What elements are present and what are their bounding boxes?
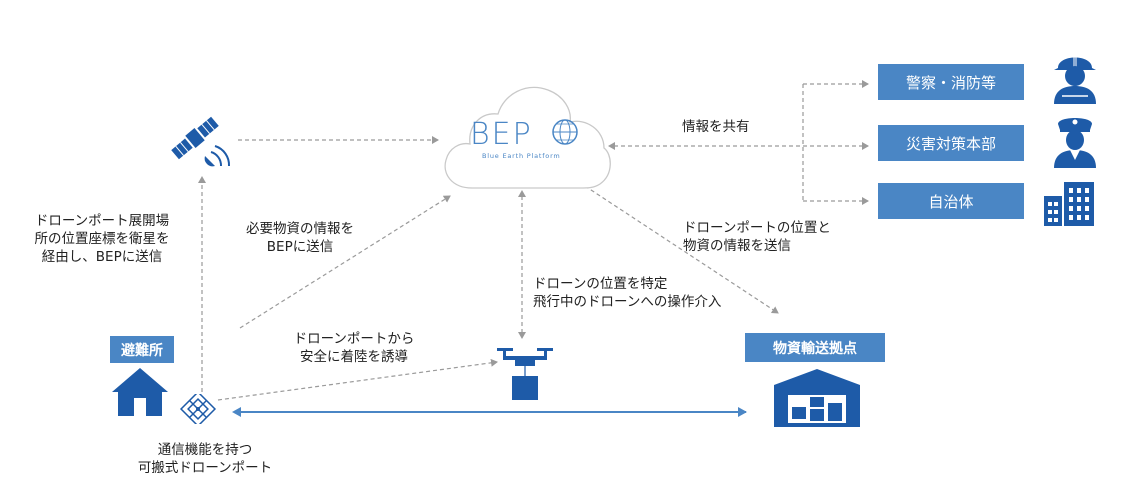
arrow-shelter-to-cloud <box>239 195 451 329</box>
police-officer-icon <box>1054 118 1096 168</box>
label-share-info: 情報を共有 <box>682 119 750 135</box>
bep-tagline: Blue Earth Platform <box>482 152 561 160</box>
house-icon <box>112 368 168 416</box>
logistics-hub-label: 物資輸送拠点 <box>745 333 885 362</box>
label-satellite-route: ドローンポート展開場 所の位置座標を衛星を 経由し、BEPに送信 <box>34 213 170 265</box>
shelter-label: 避難所 <box>110 336 174 363</box>
warehouse-icon <box>774 369 860 427</box>
bep-cloud: BEP Blue Earth Platform <box>444 86 611 189</box>
label-safe-landing: ドローンポートから 安全に着陸を誘導 <box>293 331 415 365</box>
arrow-port-to-drone <box>217 358 498 401</box>
stakeholder-disaster-hq: 災害対策本部 <box>878 125 1024 161</box>
globe-icon <box>552 119 578 145</box>
stakeholder-police-fire: 警察・消防等 <box>878 64 1024 100</box>
satellite-icon <box>171 116 231 167</box>
arrow-cloud-to-hub <box>584 185 779 314</box>
label-portable-port: 通信機能を持つ 可搬式ドローンポート <box>137 442 273 476</box>
drone-icon <box>497 348 553 400</box>
label-drone-control: ドローンの位置を特定 飛行中のドローンへの操作介入 <box>533 276 722 310</box>
firefighter-icon <box>1054 56 1096 104</box>
label-port-info: ドローンポートの位置と 物資の情報を送信 <box>683 220 831 254</box>
drone-port-icon <box>179 394 217 424</box>
label-supplies-info: 必要物資の情報を BEPに送信 <box>246 221 354 255</box>
building-icon <box>1044 182 1094 226</box>
stakeholder-local-gov: 自治体 <box>878 183 1024 219</box>
bep-logo-text: BEP <box>470 117 533 152</box>
bep-logo: BEP Blue Earth Platform <box>470 117 578 160</box>
